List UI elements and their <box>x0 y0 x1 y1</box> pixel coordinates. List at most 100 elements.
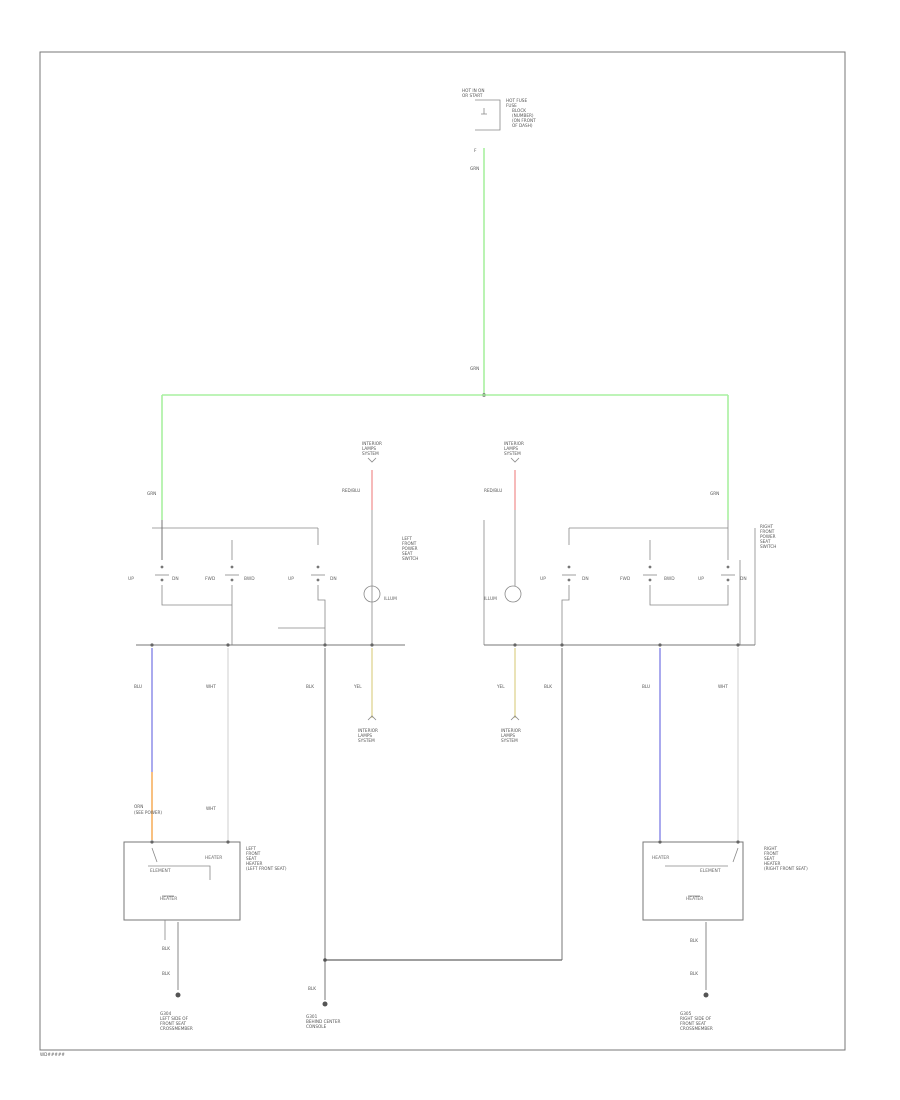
svg-text:SYSTEM: SYSTEM <box>504 451 521 456</box>
illum-left-top: INTERIOR LAMPS SYSTEM <box>362 441 382 456</box>
center-ground-label: G301 BEHIND CENTER CONSOLE <box>306 1014 340 1029</box>
source-fuse-label: HOT IN ON OR START HOT FUSE FUSE BLOCK (… <box>462 88 536 128</box>
svg-text:SYSTEM: SYSTEM <box>358 738 375 743</box>
right-switch-label: RIGHT FRONT POWER SEAT SWITCH <box>760 524 776 549</box>
svg-text:G304: G304 <box>160 1011 172 1016</box>
right-ground-wire-label-2: BLK <box>690 971 698 976</box>
illum-right-top: INTERIOR LAMPS SYSTEM <box>504 441 524 456</box>
svg-text:HEATER: HEATER <box>160 896 177 902</box>
illum-left-arrow <box>367 457 377 463</box>
left-splice-label: ORN (SEE POWER) <box>134 804 162 815</box>
svg-text:BWD: BWD <box>664 576 675 582</box>
svg-text:SEAT: SEAT <box>764 856 775 861</box>
right-ground-label: G305 RIGHT SIDE OF FRONT SEAT CROSSMEMBE… <box>680 1011 713 1031</box>
svg-text:SEAT: SEAT <box>246 856 257 861</box>
center-ground-wire-label: BLK <box>308 986 316 991</box>
svg-text:LAMPS: LAMPS <box>358 733 372 738</box>
left-wire-2-label: WHT <box>206 684 216 689</box>
svg-text:FRONT: FRONT <box>760 529 775 534</box>
right-wire-3-label: BLU <box>642 684 650 689</box>
svg-text:G301: G301 <box>306 1014 318 1019</box>
svg-text:SEAT: SEAT <box>402 551 413 556</box>
illum-right-bottom: INTERIOR LAMPS SYSTEM <box>501 715 521 743</box>
left-ground-label: G304 LEFT SIDE OF FRONT SEAT CROSSMEMBER <box>160 1011 193 1031</box>
svg-text:HOT IN ON: HOT IN ON <box>462 88 484 93</box>
svg-text:SEAT: SEAT <box>760 539 771 544</box>
source-pin: F <box>474 148 477 154</box>
svg-text:UP: UP <box>128 576 134 582</box>
svg-text:FRONT: FRONT <box>764 851 779 856</box>
svg-text:ELEMENT: ELEMENT <box>150 868 171 874</box>
svg-text:FUSE: FUSE <box>506 103 517 108</box>
center-splice <box>323 958 327 962</box>
left-heater-module: ELEMENT HEATER HEATER <box>123 840 241 940</box>
fuse-icon <box>481 108 487 115</box>
svg-text:FRONT: FRONT <box>402 541 417 546</box>
svg-text:SYSTEM: SYSTEM <box>501 738 518 743</box>
left-ground-symbol <box>175 992 181 998</box>
svg-text:HOT FUSE: HOT FUSE <box>506 98 527 103</box>
left-wire-1-label: BLU <box>134 684 142 689</box>
illum-right-wire-label: RED/BLU <box>484 488 502 493</box>
svg-text:UP: UP <box>698 576 704 582</box>
svg-text:LAMPS: LAMPS <box>504 446 518 451</box>
left-ground-wire-label-2: BLK <box>162 971 170 976</box>
svg-text:INTERIOR: INTERIOR <box>362 441 382 446</box>
svg-text:CONSOLE: CONSOLE <box>306 1024 327 1029</box>
fuse-block-bracket <box>475 99 501 131</box>
right-wire-1-label: YEL <box>496 684 505 689</box>
source-wire-label: GRN <box>470 166 479 171</box>
svg-text:HEATER: HEATER <box>246 861 263 866</box>
footer-code: WD##### <box>40 1052 65 1057</box>
svg-text:ILLUM: ILLUM <box>384 596 397 602</box>
main-wire-label: GRN <box>470 366 479 371</box>
left-heater-label: LEFT FRONT SEAT HEATER (LEFT FRONT SEAT) <box>246 846 287 871</box>
left-ground-wire-label: BLK <box>162 946 170 951</box>
svg-text:POWER: POWER <box>402 546 418 551</box>
svg-text:OR START: OR START <box>462 93 483 98</box>
left-power-wire-label: GRN <box>147 491 156 496</box>
svg-text:LAMPS: LAMPS <box>362 446 376 451</box>
svg-text:(NUMBER): (NUMBER) <box>512 113 534 118</box>
svg-text:BEHIND CENTER: BEHIND CENTER <box>306 1019 340 1024</box>
svg-text:BLOCK: BLOCK <box>512 108 526 113</box>
illum-left-wire-label: RED/BLU <box>342 488 360 493</box>
left-white-lower-label: WHT <box>206 806 216 811</box>
svg-text:LEFT: LEFT <box>246 846 256 851</box>
right-power-wire-label: GRN <box>710 491 719 496</box>
svg-text:INTERIOR: INTERIOR <box>358 728 378 733</box>
svg-text:HEATER: HEATER <box>652 855 669 861</box>
svg-text:CROSSMEMBER: CROSSMEMBER <box>160 1026 193 1031</box>
left-wire-4-label: YEL <box>353 684 362 689</box>
svg-text:UP: UP <box>288 576 294 582</box>
right-seat-switch: ILLUM UP DN FWD BWD UP DN <box>483 510 756 647</box>
left-seat-switch: UP DN FWD BWD UP DN ILLUM <box>128 510 405 647</box>
right-ground-symbol <box>703 992 709 998</box>
svg-text:(RIGHT FRONT SEAT): (RIGHT FRONT SEAT) <box>764 866 808 871</box>
illum-right-arrow <box>510 457 520 463</box>
svg-text:LEFT: LEFT <box>402 536 412 541</box>
svg-text:FRONT SEAT: FRONT SEAT <box>160 1021 186 1026</box>
svg-text:DN: DN <box>330 576 337 582</box>
svg-text:FRONT SEAT: FRONT SEAT <box>680 1021 706 1026</box>
diagram-frame <box>39 51 846 1051</box>
svg-text:(ON FRONT: (ON FRONT <box>512 118 536 123</box>
left-wire-3-label: BLK <box>306 684 314 689</box>
svg-text:SWITCH: SWITCH <box>402 556 418 561</box>
right-heater-module: HEATER ELEMENT HEATER <box>642 840 744 921</box>
svg-text:SYSTEM: SYSTEM <box>362 451 379 456</box>
svg-text:HEATER: HEATER <box>205 855 222 861</box>
svg-text:RIGHT: RIGHT <box>764 846 778 851</box>
svg-text:SWITCH: SWITCH <box>760 544 776 549</box>
svg-text:DN: DN <box>582 576 589 582</box>
svg-text:ILLUM: ILLUM <box>484 596 497 602</box>
svg-text:INTERIOR: INTERIOR <box>504 441 524 446</box>
svg-text:FWD: FWD <box>205 576 216 582</box>
svg-text:BWD: BWD <box>244 576 255 582</box>
left-switch-label: LEFT FRONT POWER SEAT SWITCH <box>402 536 418 561</box>
illum-left-bottom: INTERIOR LAMPS SYSTEM <box>358 715 378 743</box>
svg-text:FWD: FWD <box>620 576 631 582</box>
svg-text:INTERIOR: INTERIOR <box>501 728 521 733</box>
